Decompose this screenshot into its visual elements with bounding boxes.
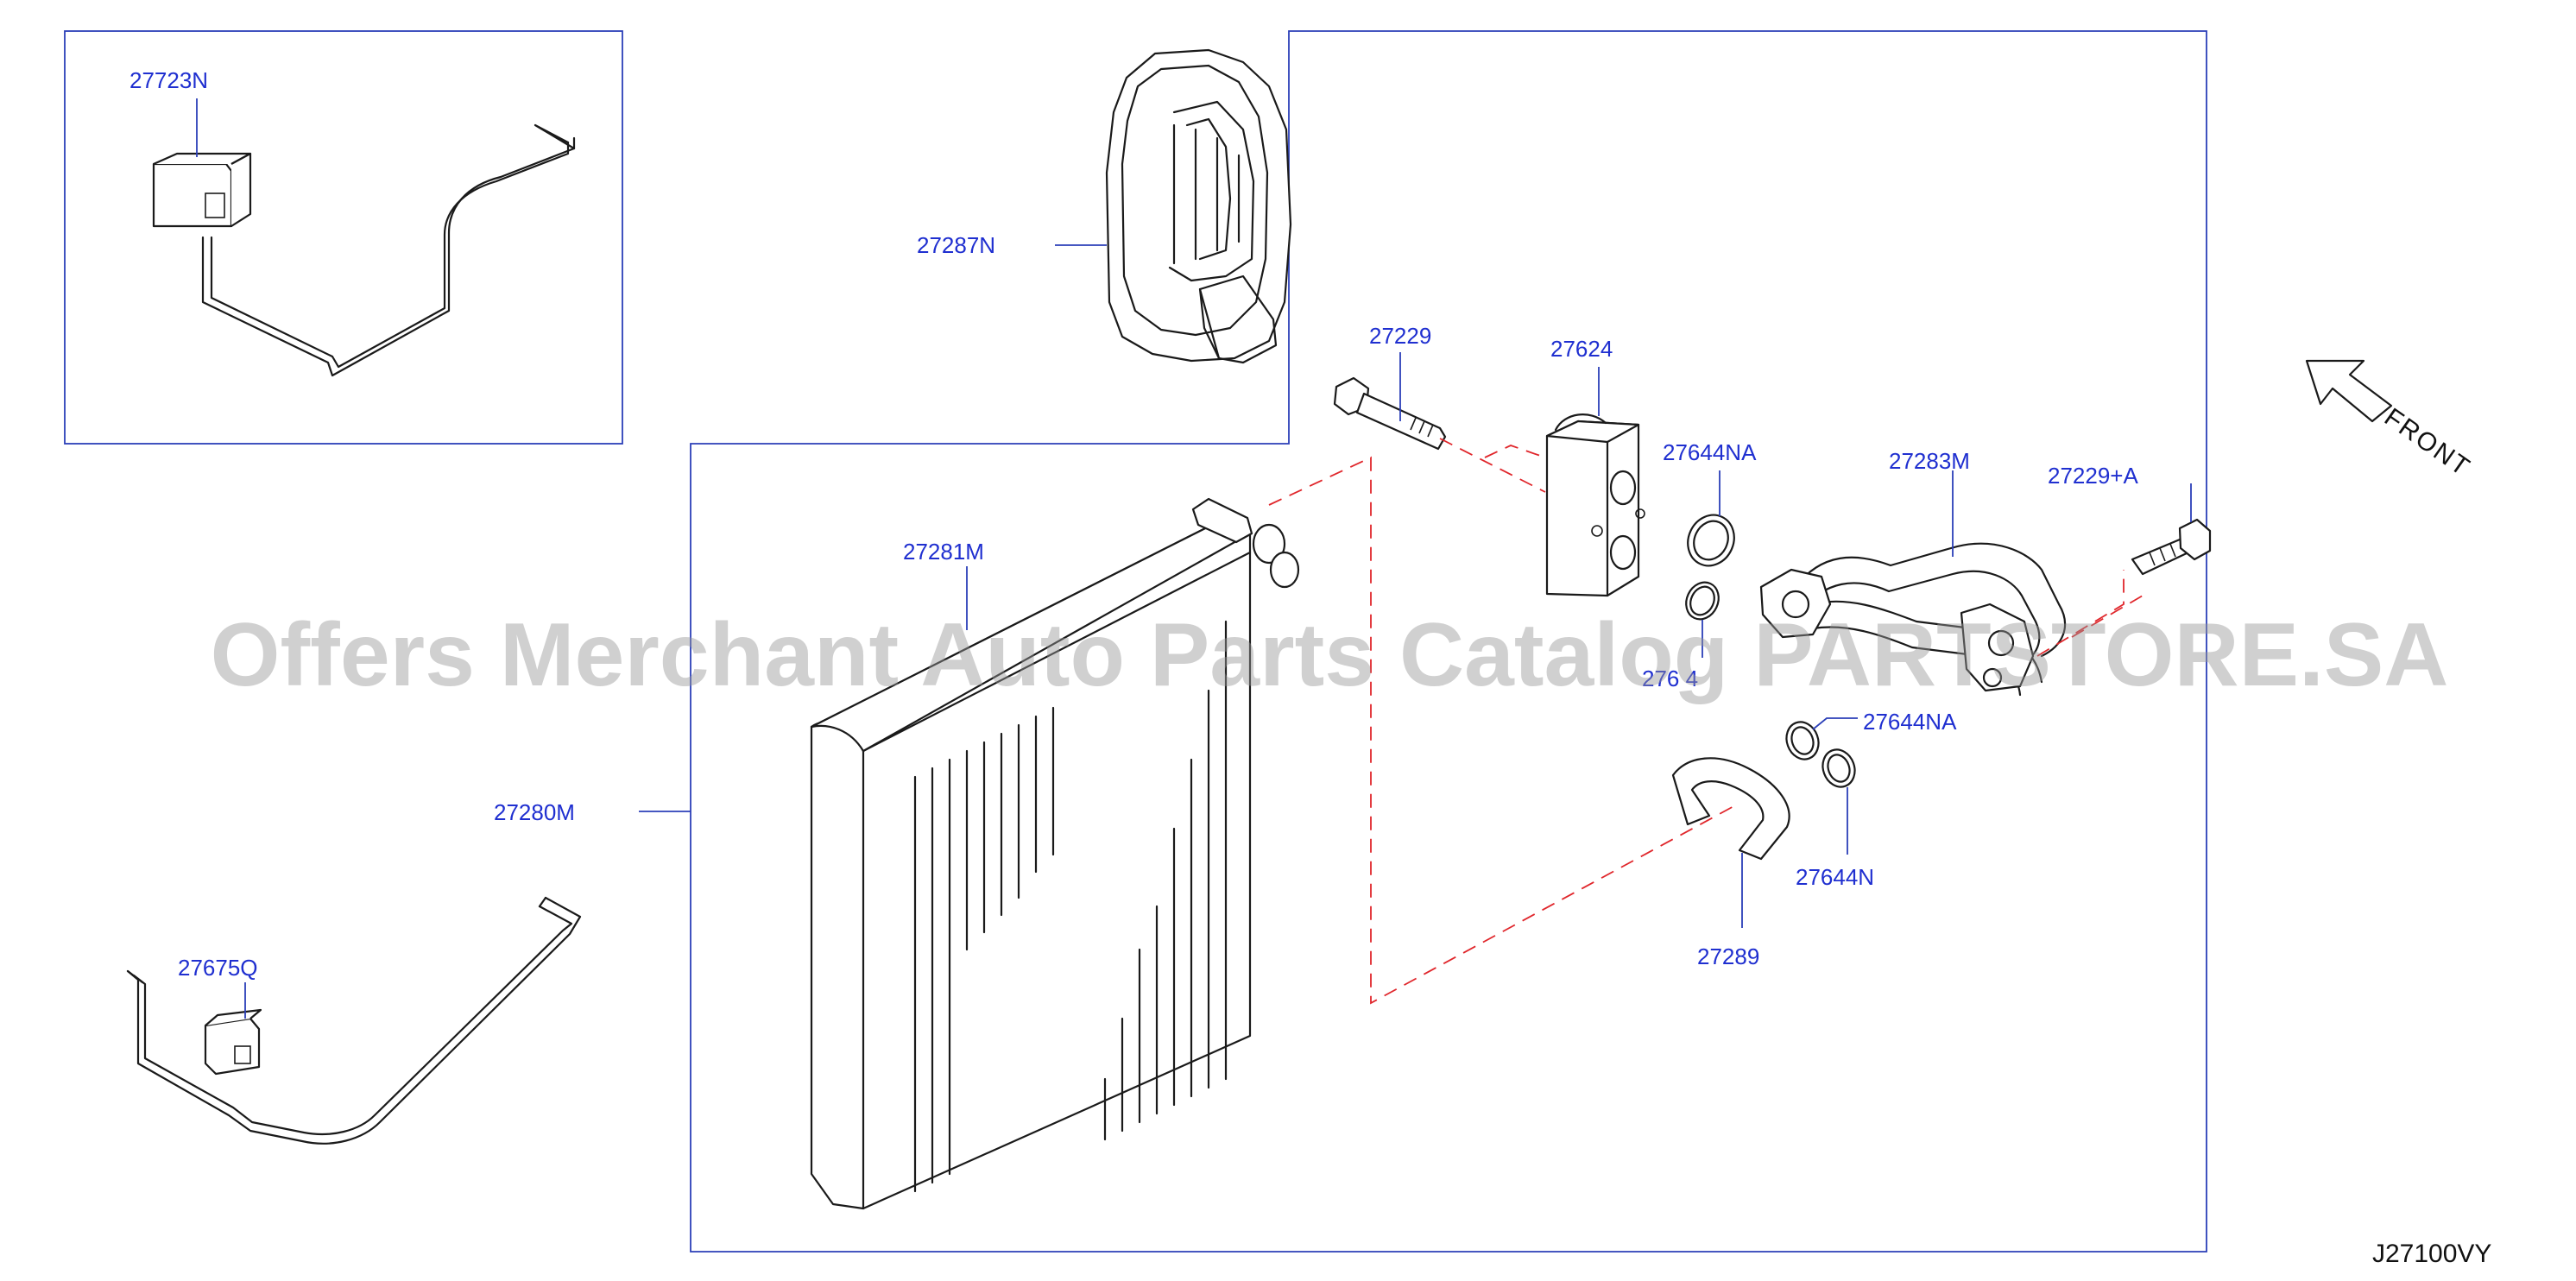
label-27644NA-mid: 27644NA <box>1863 709 1957 735</box>
label-27624: 27624 <box>1550 336 1613 362</box>
front-label: FRONT <box>2379 403 2476 483</box>
diagram-code: J27100VY <box>2372 1240 2491 1268</box>
bolt-27229 <box>1333 376 1447 451</box>
clip-27289 <box>1671 757 1790 861</box>
label-27723N: 27723N <box>129 67 208 93</box>
label-27281M: 27281M <box>903 539 984 565</box>
o-ring-2764-partial <box>1685 581 1720 621</box>
label-27229: 27229 <box>1369 323 1431 349</box>
leader-27644NA-mid <box>1812 717 1858 730</box>
o-ring-27644NA-lower <box>1785 721 1820 760</box>
frame-evaporator-group <box>690 30 2207 1253</box>
thermo-sensor-27723N <box>152 123 576 377</box>
label-27280M: 27280M <box>494 799 575 825</box>
o-ring-27644NA-upper <box>1687 514 1735 567</box>
thermo-sensor-27675Q <box>126 896 582 1145</box>
front-arrow-icon <box>2305 359 2393 423</box>
label-2764-partial: 276 4 <box>1642 666 1698 691</box>
assembly-dash-lines <box>1268 438 2144 1005</box>
frame-sensor-box <box>64 30 623 445</box>
pipe-27283M <box>1759 542 2067 697</box>
label-27287N: 27287N <box>917 232 995 258</box>
expansion-valve-27624 <box>1545 413 1645 597</box>
label-27644NA-top: 27644NA <box>1663 439 1757 465</box>
label-27289: 27289 <box>1697 943 1759 969</box>
evaporator-case-27287N <box>1105 48 1292 364</box>
label-27675Q: 27675Q <box>178 955 258 981</box>
label-27283M: 27283M <box>1889 448 1970 474</box>
label-27644N: 27644N <box>1796 864 1874 890</box>
o-ring-27644N <box>1822 748 1856 788</box>
label-27229A: 27229+A <box>2048 463 2138 489</box>
evaporator-core-27281M <box>810 497 1300 1210</box>
bolt-27229A <box>2131 518 2212 576</box>
